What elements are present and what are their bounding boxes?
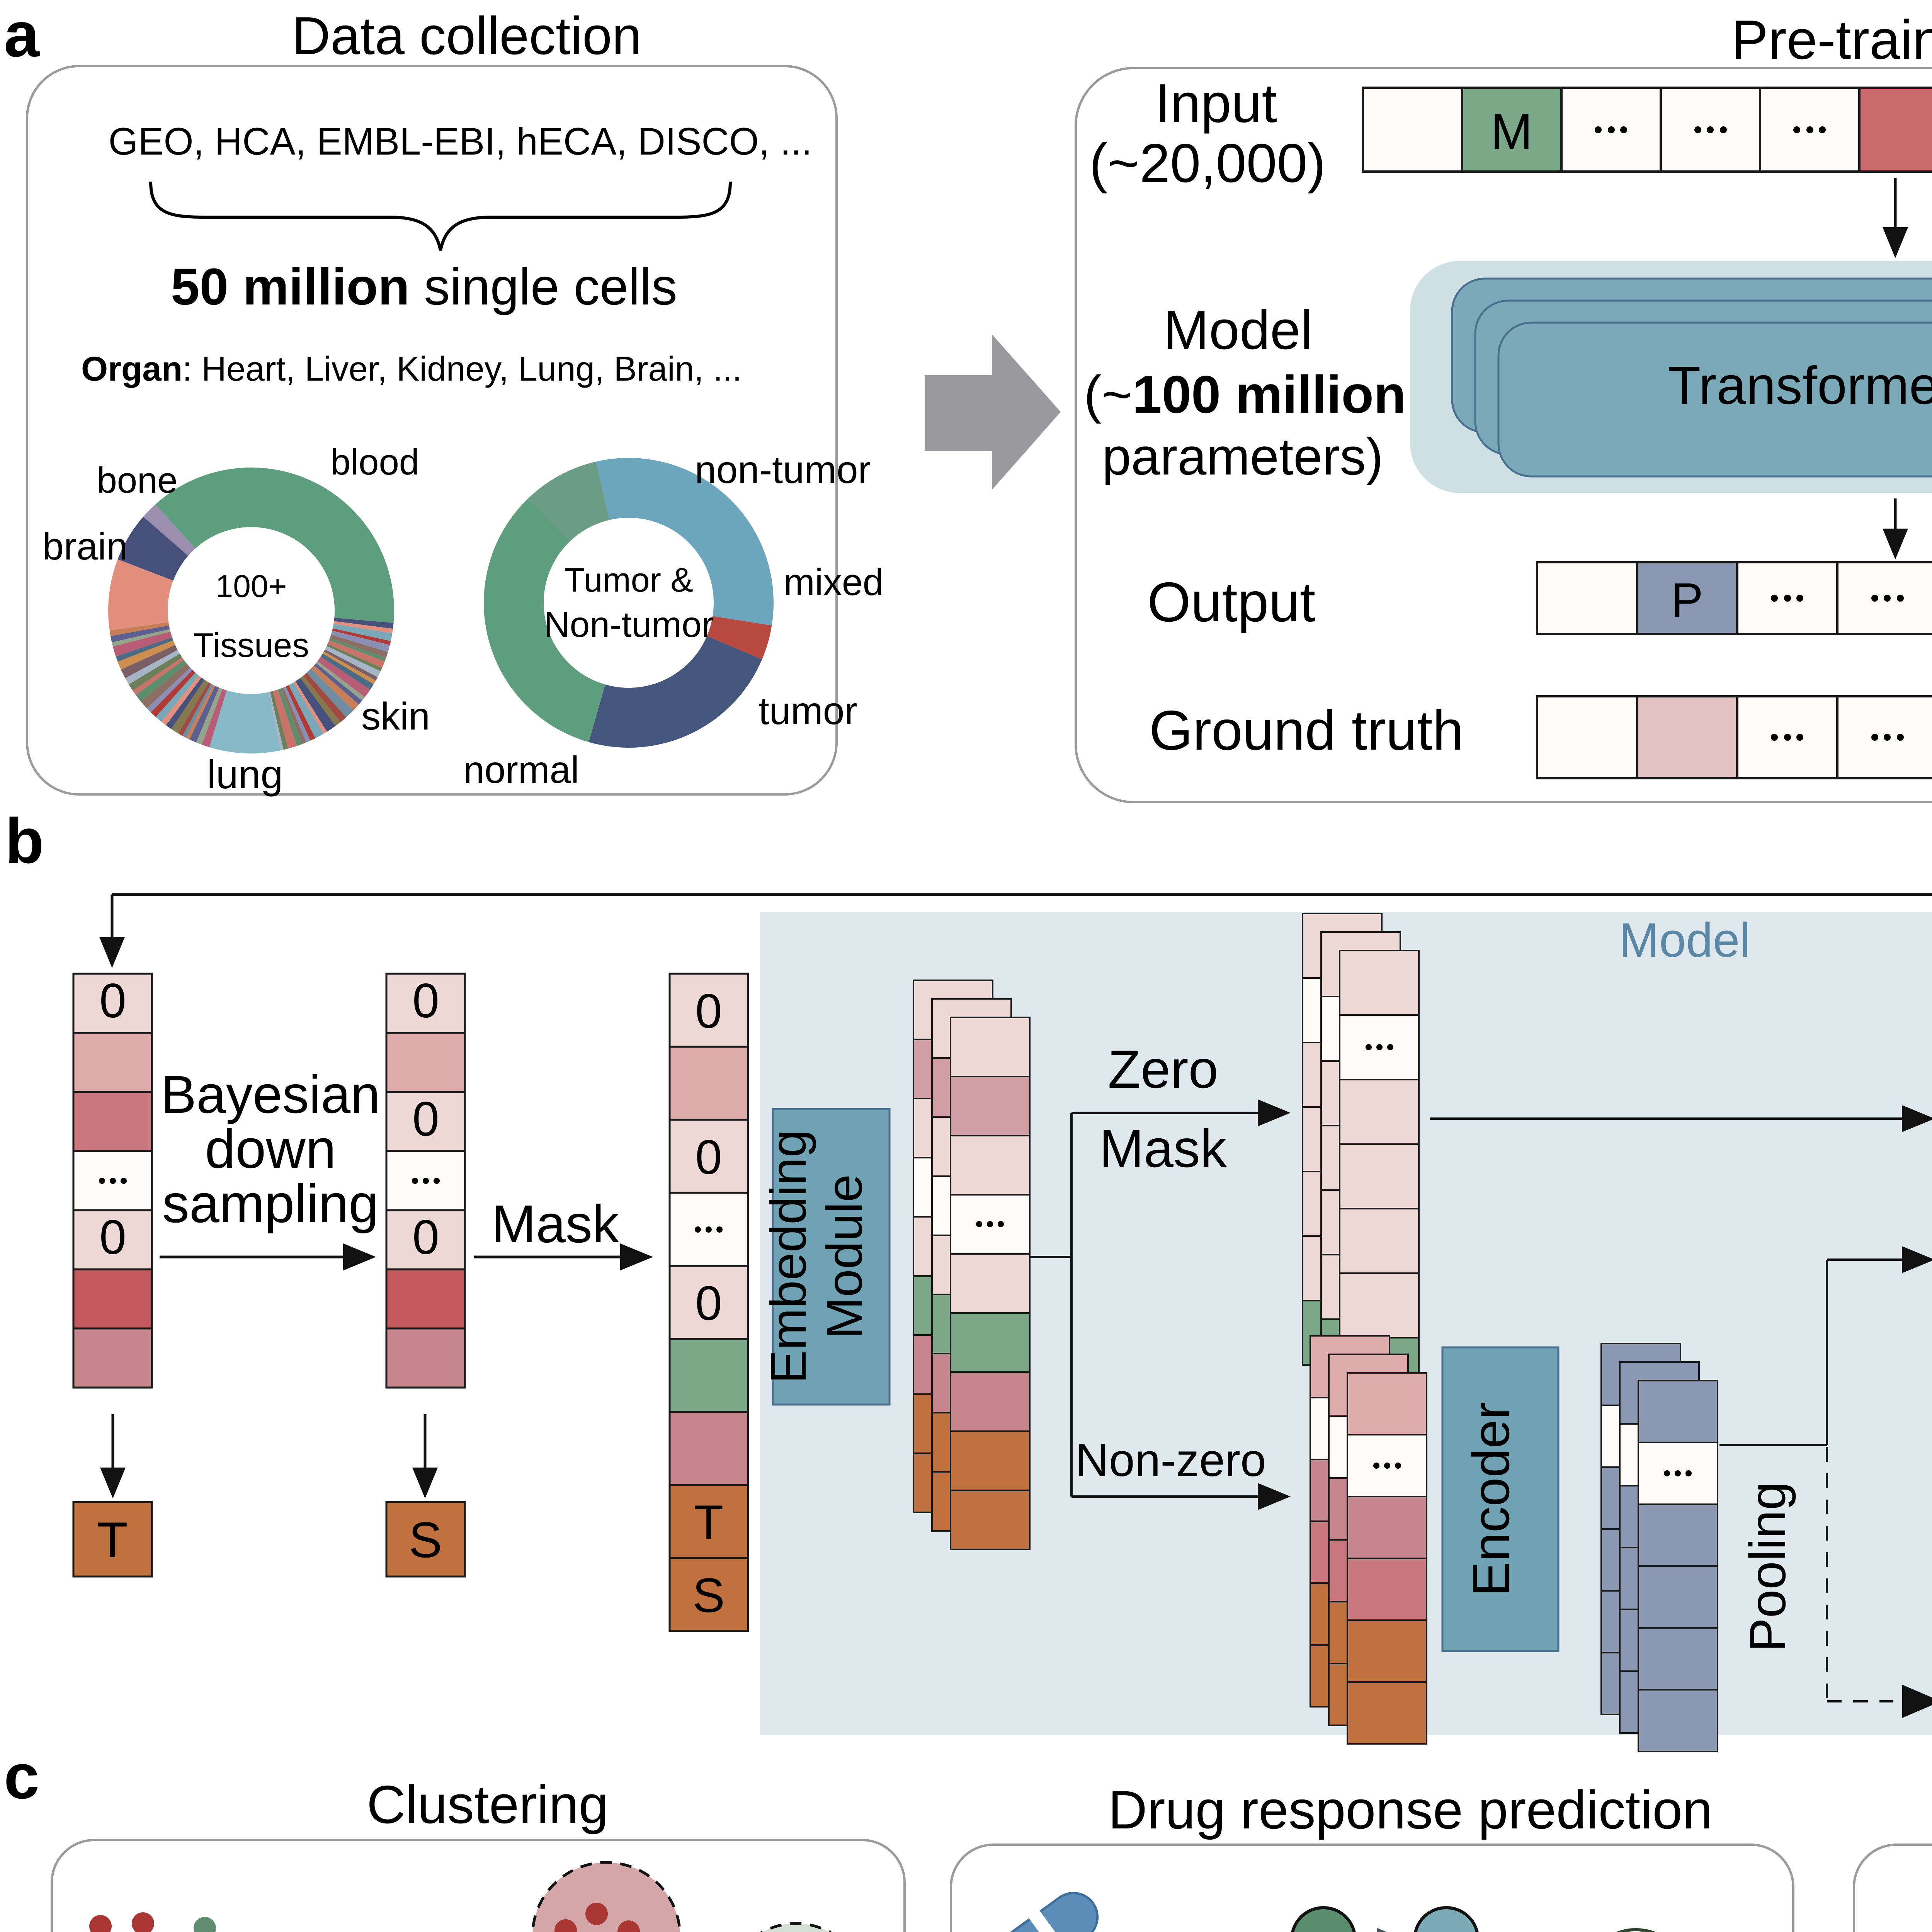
svg-text:M: M	[1491, 103, 1532, 160]
svg-text:S: S	[409, 1512, 442, 1568]
svg-text:T: T	[694, 1496, 723, 1549]
svg-text:0: 0	[695, 1277, 722, 1330]
svg-text:Module: Module	[816, 1174, 872, 1339]
svg-text:(~20,000): (~20,000)	[1089, 133, 1326, 194]
svg-text:Transformer blocks: Transformer blocks	[1668, 356, 1932, 415]
svg-text:0: 0	[412, 1211, 439, 1264]
svg-text:0: 0	[695, 985, 722, 1038]
svg-text:Embedding: Embedding	[760, 1129, 816, 1384]
svg-text:skin: skin	[361, 695, 430, 738]
svg-text:S: S	[692, 1569, 724, 1622]
svg-text:Model: Model	[1163, 299, 1313, 361]
svg-text:50 million single cells: 50 million single cells	[171, 258, 677, 316]
svg-text:GEO, HCA, EMBL-EBI, hECA, DISC: GEO, HCA, EMBL-EBI, hECA, DISCO, ...	[109, 120, 812, 163]
svg-text:100+: 100+	[216, 569, 287, 604]
svg-text:Output: Output	[1147, 571, 1315, 633]
svg-text:T: T	[97, 1512, 128, 1568]
svg-text:b: b	[5, 805, 44, 876]
svg-text:normal: normal	[463, 748, 579, 791]
svg-text:Tissues: Tissues	[193, 626, 309, 664]
svg-text:blood: blood	[330, 442, 419, 482]
svg-text:brain: brain	[43, 525, 128, 568]
svg-text:Ground truth: Ground truth	[1149, 699, 1464, 762]
svg-text:Input: Input	[1155, 73, 1277, 134]
svg-text:Data collection: Data collection	[292, 6, 641, 66]
svg-text:c: c	[4, 1741, 39, 1812]
svg-text:0: 0	[412, 974, 439, 1028]
svg-text:(~100 million: (~100 million	[1084, 365, 1406, 424]
svg-text:sampling: sampling	[162, 1173, 379, 1234]
svg-text:Tumor &: Tumor &	[564, 561, 693, 599]
svg-text:Bayesian: Bayesian	[161, 1065, 380, 1124]
svg-text:mixed: mixed	[784, 561, 884, 603]
svg-text:Pre-training stage: Pre-training stage	[1731, 9, 1932, 71]
svg-text:parameters): parameters)	[1102, 427, 1383, 486]
svg-text:0: 0	[412, 1092, 439, 1146]
svg-text:Mask: Mask	[1099, 1119, 1227, 1179]
svg-text:Clustering: Clustering	[367, 1775, 609, 1835]
svg-text:Non-zero: Non-zero	[1075, 1434, 1266, 1486]
svg-text:down: down	[205, 1118, 336, 1180]
svg-text:0: 0	[99, 974, 126, 1028]
svg-text:a: a	[4, 0, 40, 70]
svg-text:bone: bone	[97, 460, 177, 500]
svg-text:0: 0	[99, 1211, 126, 1264]
svg-text:Encoder: Encoder	[1462, 1402, 1520, 1597]
svg-text:lung: lung	[207, 752, 283, 797]
svg-text:Pooling: Pooling	[1739, 1482, 1796, 1652]
svg-text:Zero: Zero	[1108, 1039, 1218, 1099]
svg-text:Mask: Mask	[492, 1194, 619, 1254]
svg-text:Drug response prediction: Drug response prediction	[1108, 1779, 1713, 1840]
svg-text:Organ: Heart, Liver, Kidney, L: Organ: Heart, Liver, Kidney, Lung, Brain…	[81, 349, 742, 388]
svg-text:tumor: tumor	[759, 689, 857, 733]
svg-text:Non-tumor: Non-tumor	[544, 604, 713, 645]
svg-text:0: 0	[695, 1131, 722, 1184]
svg-text:P: P	[1671, 573, 1703, 627]
svg-text:Model: Model	[1619, 913, 1750, 967]
svg-text:non-tumor: non-tumor	[695, 448, 871, 492]
